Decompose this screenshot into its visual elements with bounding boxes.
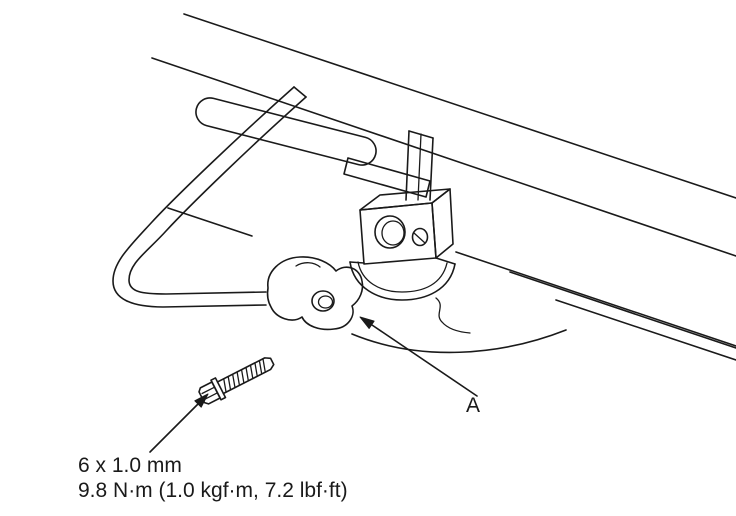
- panel-line: [455, 251, 736, 347]
- block-front-face: [359, 202, 437, 265]
- dome-top-right: [435, 257, 456, 265]
- large-hole-inner: [381, 220, 405, 246]
- block-right-face: [431, 188, 454, 259]
- pipe-inner-edge: [128, 96, 307, 295]
- torque-spec-label: 9.8 N·m (1.0 kgf·m, 7.2 lbf·ft): [78, 479, 348, 502]
- slot-opening: [195, 97, 377, 166]
- bolt-head-facets: [201, 386, 219, 400]
- clamp-hole-inner: [317, 295, 334, 309]
- callout-a-label: A: [466, 394, 480, 417]
- mount-dome: [349, 257, 456, 301]
- screw-slot: [413, 232, 426, 244]
- bolt-threads: [223, 358, 266, 393]
- strap-left-edge: [405, 130, 410, 201]
- leader-line: [371, 324, 478, 397]
- body-contour-lines: [351, 297, 567, 354]
- bolt-flange-washer: [210, 377, 227, 401]
- contour-squiggle: [435, 297, 471, 334]
- leader-arrow-clamp: [359, 316, 478, 397]
- clamp-outline: [266, 256, 364, 331]
- pipe-end-cap: [293, 86, 307, 98]
- leader-arrow-bolt: [149, 393, 209, 453]
- panel-line: [151, 57, 736, 257]
- rectangular-opening: [343, 157, 431, 198]
- panel-line: [167, 207, 253, 237]
- bolt-shaft: [216, 357, 275, 395]
- large-hole-outer: [374, 215, 406, 249]
- stabilizer-pipe: [112, 86, 307, 308]
- strap-right-edge: [429, 137, 434, 201]
- rect-outline: [343, 157, 431, 198]
- floor-panel-lines: [151, 13, 736, 361]
- leader-line: [149, 402, 200, 453]
- dome-outer-rim: [349, 261, 456, 301]
- panel-line: [555, 299, 736, 361]
- dome-top-left: [349, 261, 365, 264]
- mount-strap: [405, 130, 434, 201]
- pipe-clamp: [266, 256, 364, 331]
- slot-outline: [195, 97, 377, 166]
- strap-seam: [417, 133, 422, 201]
- flange-bolt: [198, 357, 275, 405]
- contour-sweep: [351, 329, 567, 354]
- arrowhead: [194, 393, 209, 408]
- panel-line: [183, 13, 736, 199]
- labels: A 6 x 1.0 mm 9.8 N·m (1.0 kgf·m, 7.2 lbf…: [78, 394, 480, 502]
- bolt-size-label: 6 x 1.0 mm: [78, 454, 182, 477]
- small-screw-hole: [411, 227, 429, 247]
- clamp-hole-outer: [311, 290, 335, 312]
- pipe-outer-edge: [112, 86, 295, 308]
- arrowhead: [359, 316, 375, 329]
- clamp-top-detail: [295, 262, 321, 268]
- dome-inner-rim: [357, 261, 448, 293]
- panel-line: [509, 271, 736, 349]
